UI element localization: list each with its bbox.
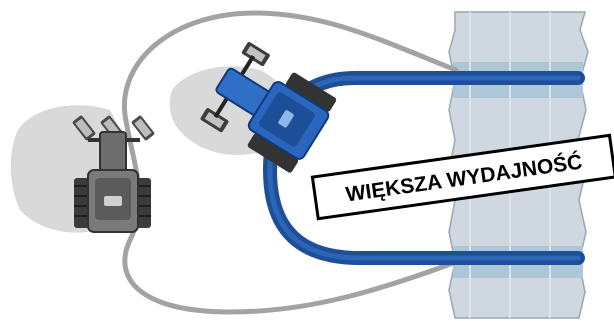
tractor-blue-icon <box>198 40 340 176</box>
